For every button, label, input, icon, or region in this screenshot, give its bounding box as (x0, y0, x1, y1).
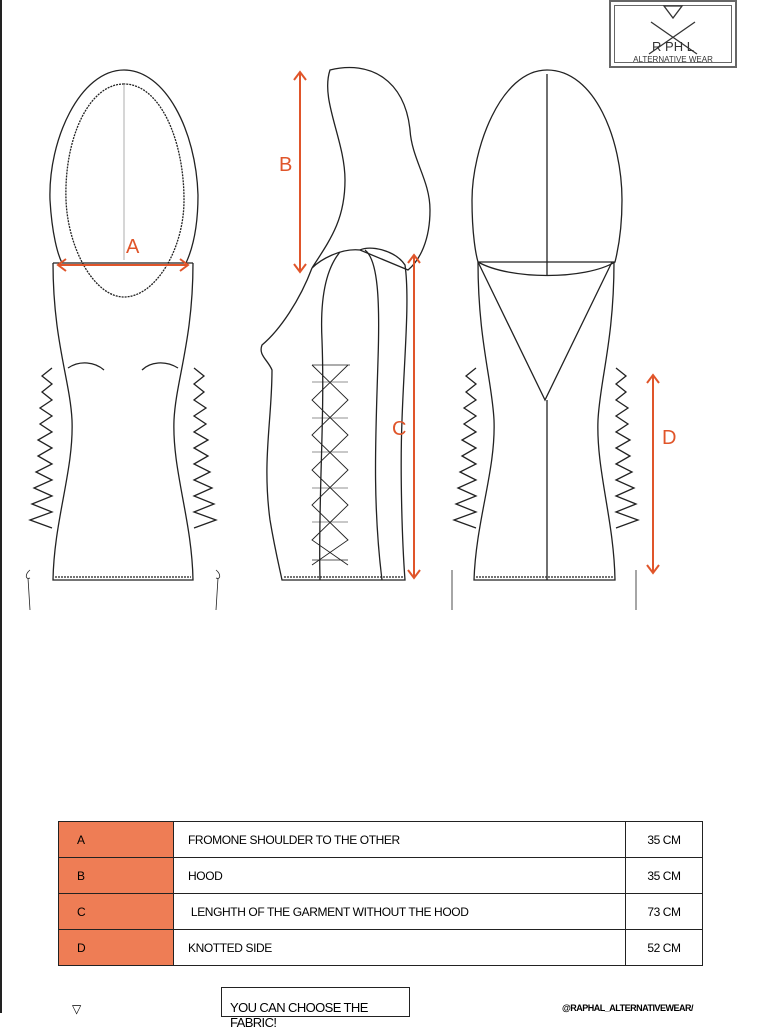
measurement-arrows (56, 70, 660, 580)
row-key: A (58, 821, 174, 858)
triangle-icon: ▽ (72, 1002, 82, 1016)
row-key: C (58, 893, 174, 930)
back-view (451, 69, 640, 610)
brand-logo: R PH L ALTERNATIVE WEAR (609, 0, 737, 68)
svg-text:ALTERNATIVE WEAR: ALTERNATIVE WEAR (633, 55, 713, 64)
row-key: D (58, 929, 174, 966)
front-view (25, 69, 221, 611)
label-d: D (662, 427, 677, 449)
measurements-table: A FROMONE SHOULDER TO THE OTHER 35 CM B … (58, 821, 703, 966)
label-b: B (279, 154, 293, 176)
side-view (260, 66, 431, 581)
garment-drawings (25, 66, 660, 611)
label-a: A (126, 236, 140, 258)
page-border (0, 0, 2, 1013)
row-description: KNOTTED SIDE (173, 929, 626, 966)
social-handle: @RAPHAL_ALTERNATIVEWEAR/ (562, 1003, 693, 1013)
row-description: FROMONE SHOULDER TO THE OTHER (173, 821, 626, 858)
row-key: B (58, 857, 174, 894)
row-description: LENGHTH OF THE GARMENT WITHOUT THE HOOD (173, 893, 626, 930)
table-row: B HOOD 35 CM (58, 857, 703, 894)
row-value: 35 CM (625, 857, 703, 894)
table-row: D KNOTTED SIDE 52 CM (58, 929, 703, 966)
table-row: A FROMONE SHOULDER TO THE OTHER 35 CM (58, 821, 703, 858)
row-value: 73 CM (625, 893, 703, 930)
row-value: 52 CM (625, 929, 703, 966)
label-c: C (392, 418, 407, 440)
table-row: C LENGHTH OF THE GARMENT WITHOUT THE HOO… (58, 893, 703, 930)
row-description: HOOD (173, 857, 626, 894)
svg-text:R PH L: R PH L (652, 39, 694, 54)
row-value: 35 CM (625, 821, 703, 858)
